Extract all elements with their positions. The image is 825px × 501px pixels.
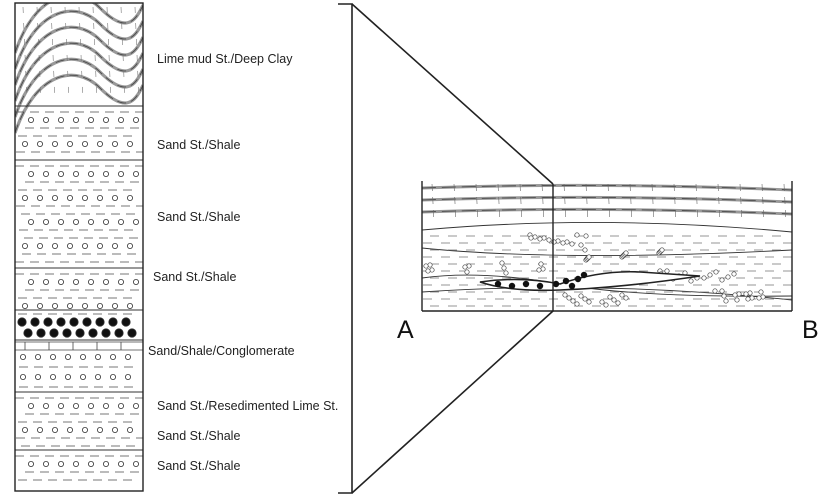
section-end-label-b: B [802,316,819,344]
unit-label-sand-shale-1: Sand St./Shale [157,138,241,152]
column-bracket [338,3,353,494]
column-unit-sand-shale [15,105,143,153]
cross-section [422,183,792,308]
section-bed-boundary [422,222,792,233]
cross-section-frame [421,181,793,312]
section-end-label-a: A [397,316,414,344]
projection-line-bottom [351,310,554,494]
column-frame [14,2,144,492]
column-unit-sand-shale [15,449,143,481]
column-unit-conglomerate [15,309,143,338]
projection-line-top [351,3,554,185]
section-conglomerate-lens [479,270,701,292]
column-unit-sand-shale [15,267,143,309]
unit-label-sand-shale-4: Sand St./Shale [157,429,241,443]
section-limestone-band [422,183,792,223]
section-bed-boundary [422,247,792,256]
column-unit-resedimented-lime [15,339,143,388]
unit-label-sand-shale-3: Sand St./Shale [153,270,237,284]
column-unit-folded-limestone [15,3,143,134]
section-sand-shale-fill [423,232,792,308]
stratigraphic-column [15,3,143,481]
column-unit-sand-shale [15,159,143,263]
unit-label-sand-shale-5: Sand St./Shale [157,459,241,473]
unit-label-sand-shale-2: Sand St./Shale [157,210,241,224]
unit-label-conglomerate: Sand/Shale/Conglomerate [148,344,295,358]
column-unit-sand-shale [15,391,143,447]
unit-label-lime-mud: Lime mud St./Deep Clay [157,52,293,66]
unit-label-resedimented-lime: Sand St./Resedimented Lime St. [157,399,339,413]
